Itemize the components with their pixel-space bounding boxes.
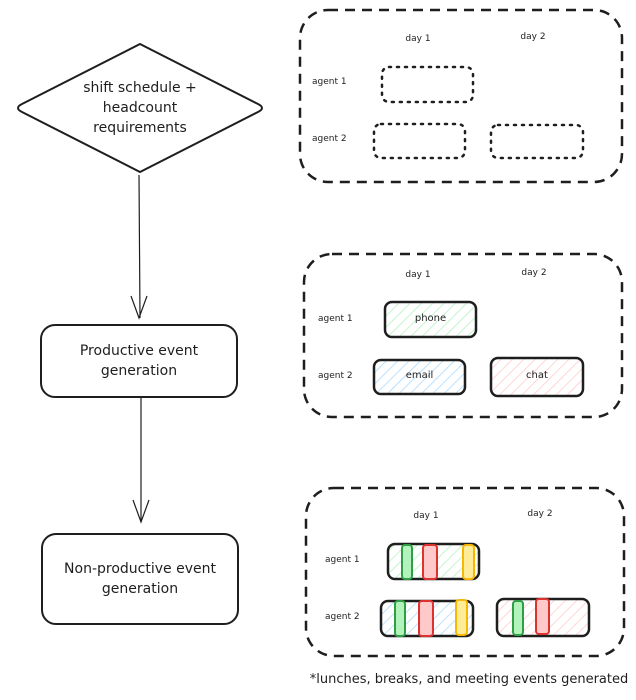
arrow-2-head: [132, 499, 150, 524]
step1-label: Productive event generation: [79, 343, 199, 379]
email-event-label: email: [405, 370, 434, 381]
lunch-event: [535, 598, 550, 635]
lunch-event: [422, 544, 438, 580]
panel1-shift-a2-d1: [372, 122, 467, 160]
panel2-agent2-label: agent 2: [318, 371, 353, 381]
arrow-1-head: [130, 295, 148, 320]
phone-event-label: phone: [414, 313, 447, 324]
meeting-event: [462, 544, 475, 580]
lunch-event: [418, 600, 434, 637]
panel3-day2-label: day 2: [527, 509, 553, 519]
start-node-label: shift schedule + headcount requirements: [83, 80, 197, 136]
chat-event-label: chat: [526, 370, 548, 381]
panel2-shift-email: [372, 358, 467, 396]
panel2-day2-label: day 2: [521, 268, 547, 278]
break-event: [401, 544, 413, 580]
arrow-1-line: [138, 174, 141, 319]
break-event: [394, 600, 406, 637]
panel1-day1-label: day 1: [405, 34, 431, 44]
panel3-agent2-label: agent 2: [325, 612, 360, 622]
step1-box: [40, 324, 238, 398]
panel2-shift-chat: [489, 356, 585, 398]
panel3-frame: [304, 486, 626, 658]
panel2-agent1-label: agent 1: [318, 314, 353, 324]
panel3-day1-label: day 1: [413, 511, 439, 521]
panel1-shift-a2-d2: [489, 123, 585, 160]
panel1-frame: [298, 8, 624, 184]
footnote: *lunches, breaks, and meeting events gen…: [309, 672, 629, 687]
panel1-agent2-label: agent 2: [312, 134, 347, 144]
panel2-frame: [302, 252, 624, 419]
break-event: [512, 600, 524, 636]
panel2-shift-phone: [383, 300, 478, 339]
start-diamond: [17, 42, 263, 174]
panel1-day2-label: day 2: [520, 32, 546, 42]
panel2-day1-label: day 1: [405, 270, 431, 280]
step2-label: Non-productive event generation: [64, 561, 216, 597]
panel3-agent1-label: agent 1: [325, 555, 360, 565]
panel1-shift-a1-d1: [380, 65, 475, 104]
panel1-agent1-label: agent 1: [312, 77, 347, 87]
meeting-event: [455, 599, 468, 636]
step2-box: [41, 533, 239, 625]
